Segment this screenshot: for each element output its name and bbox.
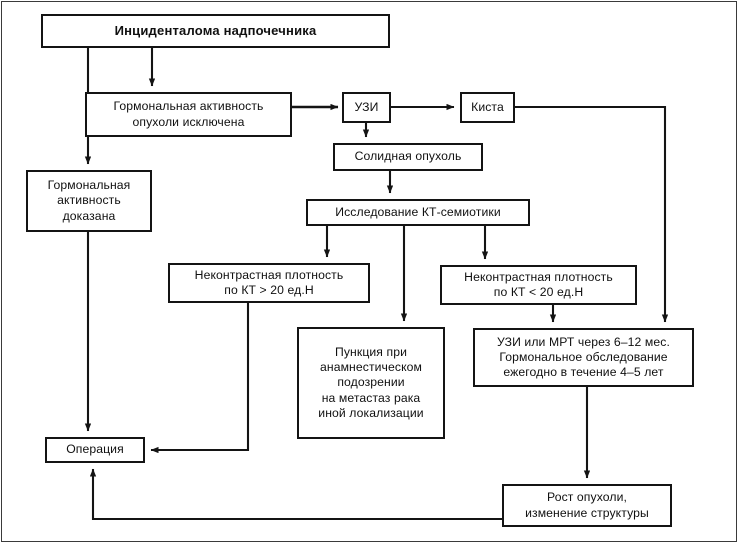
node-solid-tumor[interactable]: Солидная опухоль bbox=[333, 143, 483, 171]
edge-cyst-to-followup bbox=[515, 105, 669, 323]
edge-tumor-growth-to-operation bbox=[89, 468, 502, 521]
node-tumor-growth[interactable]: Рост опухоли, изменение структуры bbox=[502, 484, 672, 527]
node-hormone-proven[interactable]: Гормональная активность доказана bbox=[26, 170, 152, 232]
node-incidentaloma[interactable]: Инциденталома надпочечника bbox=[41, 14, 390, 48]
node-uzi[interactable]: УЗИ bbox=[342, 92, 391, 123]
edge-density-gt20-to-operation bbox=[150, 303, 250, 454]
node-ct-semiotics[interactable]: Исследование КТ-семиотики bbox=[306, 199, 530, 226]
node-cyst[interactable]: Киста bbox=[460, 92, 515, 123]
node-followup[interactable]: УЗИ или МРТ через 6–12 мес. Гормональное… bbox=[473, 328, 694, 387]
node-puncture[interactable]: Пункция при анамнестическом подозрении н… bbox=[297, 327, 445, 439]
node-operation[interactable]: Операция bbox=[45, 437, 145, 463]
node-density-gt20[interactable]: Неконтрастная плотность по КТ > 20 ед.Н bbox=[168, 263, 370, 303]
node-hormone-excluded[interactable]: Гормональная активность опухоли исключен… bbox=[85, 92, 292, 137]
node-density-lt20[interactable]: Неконтрастная плотность по КТ < 20 ед.Н bbox=[440, 265, 637, 305]
